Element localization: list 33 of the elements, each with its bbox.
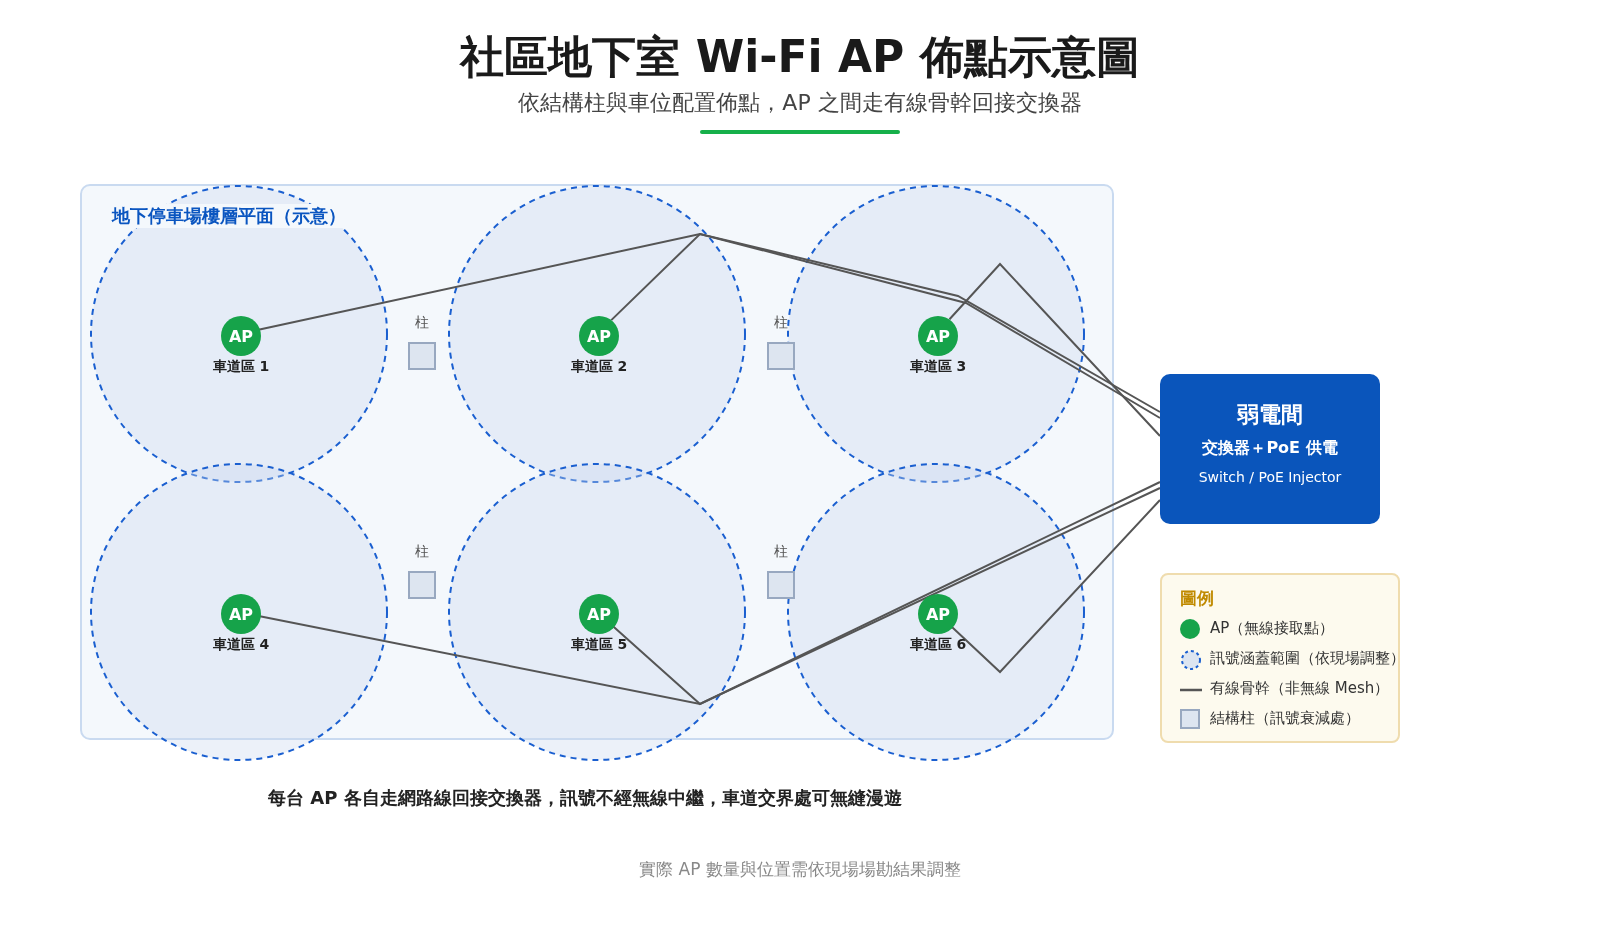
floor-plan-panel bbox=[80, 184, 1114, 740]
zone-label: 車道區 5 bbox=[570, 636, 628, 654]
pillar-label: 柱 bbox=[415, 543, 429, 561]
zone-label: 車道區 2 bbox=[570, 358, 628, 376]
cable-line bbox=[948, 262, 1161, 437]
legend-label: AP（無線接取點） bbox=[1210, 619, 1335, 638]
access-point-marker: AP bbox=[918, 594, 958, 634]
legend-label: 結構柱（訊號衰減處） bbox=[1210, 709, 1360, 728]
zone-label: 車道區 3 bbox=[909, 358, 967, 376]
access-point-marker: AP bbox=[221, 594, 261, 634]
pillar-label: 柱 bbox=[774, 314, 788, 332]
pillar-label: 柱 bbox=[415, 314, 429, 332]
switch-room-box bbox=[1160, 374, 1380, 524]
legend-label: 有線骨幹（非無線 Mesh） bbox=[1210, 679, 1390, 698]
access-point-marker: AP bbox=[918, 316, 958, 356]
subtitle: 依結構柱與車位配置佈點，AP 之間走有線骨幹回接交換器 bbox=[517, 89, 1083, 117]
access-point-marker: AP bbox=[579, 594, 619, 634]
access-point-marker: AP bbox=[579, 316, 619, 356]
title: 社區地下室 Wi-Fi AP 佈點示意圖 bbox=[458, 30, 1141, 84]
room-subtitle: Switch / PoE Injector bbox=[1198, 469, 1342, 485]
pillar-label: 柱 bbox=[774, 543, 788, 561]
room-title: 弱電間 bbox=[1237, 401, 1303, 429]
footer-text: 實際 AP 數量與位置需依現場場勘結果調整 bbox=[638, 858, 962, 881]
zone-label: 車道區 1 bbox=[212, 358, 270, 376]
zone-label: 車道區 4 bbox=[212, 636, 270, 654]
cable-line bbox=[610, 232, 1161, 419]
cable-line bbox=[257, 232, 1161, 413]
access-point-marker: AP bbox=[221, 316, 261, 356]
note-text: 每台 AP 各自走網路線回接交換器，訊號不經無線中繼，車道交界處可無縫漫遊 bbox=[268, 786, 902, 810]
zone-label: 車道區 6 bbox=[909, 636, 967, 654]
room-subtitle: 交換器＋PoE 供電 bbox=[1202, 438, 1338, 459]
legend-label: 訊號涵蓋範圍（依現場調整） bbox=[1210, 649, 1405, 668]
legend-title: 圖例 bbox=[1180, 587, 1214, 610]
